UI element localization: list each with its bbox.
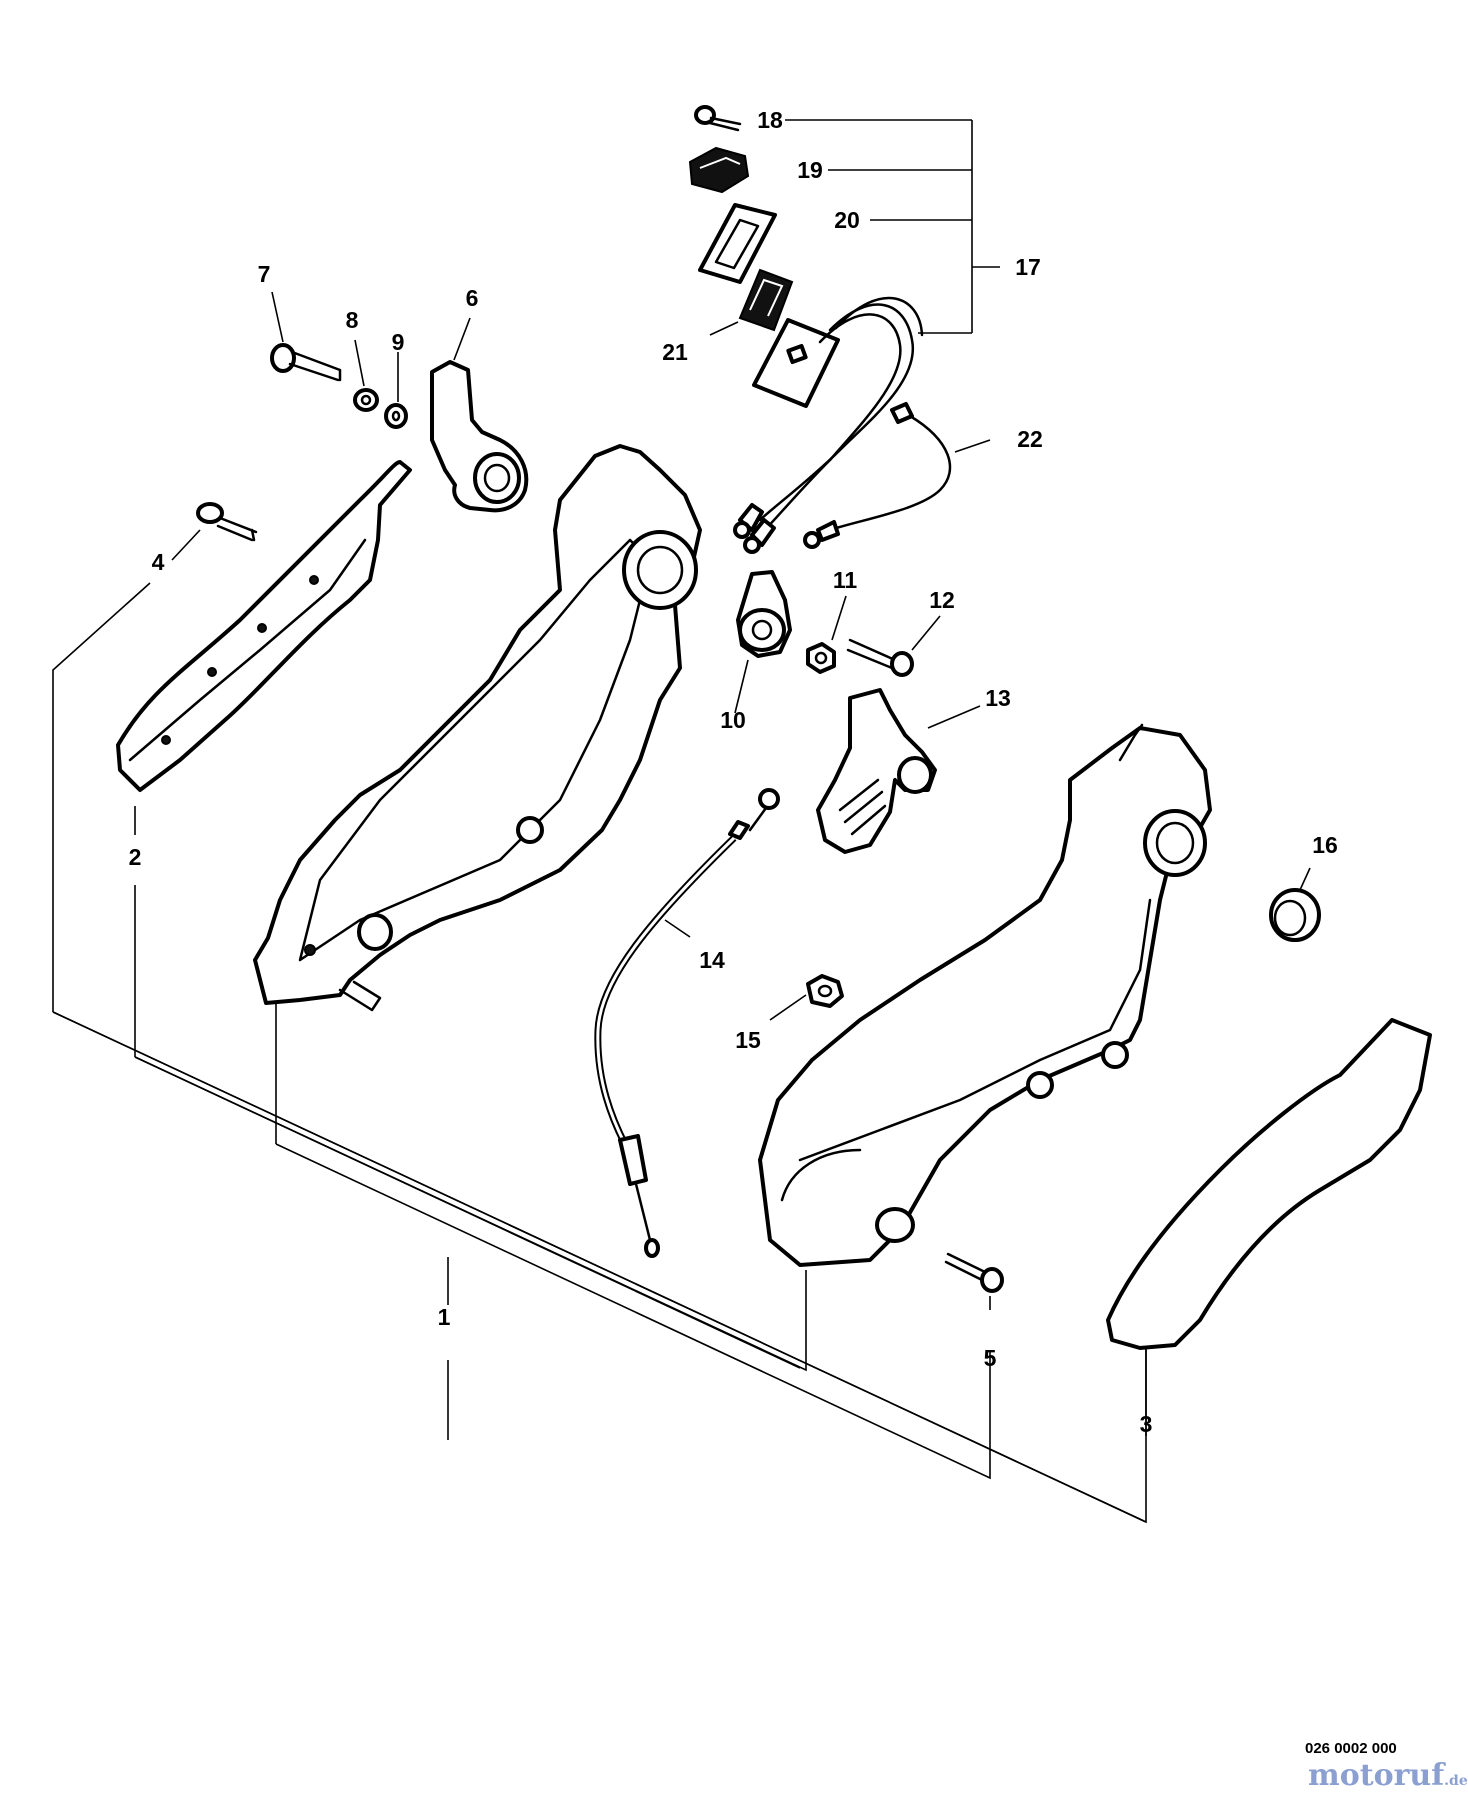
label-5: 5 (984, 1345, 997, 1371)
part-10-bracket (736, 570, 792, 658)
brand-name: motoruf (1308, 1758, 1445, 1793)
part-2-rail (116, 460, 412, 792)
label-10: 10 (720, 707, 746, 733)
label-6: 6 (466, 285, 479, 311)
label-14: 14 (699, 947, 725, 973)
label-7: 7 (258, 261, 271, 287)
label-13: 13 (985, 685, 1011, 711)
label-22: 22 (1017, 426, 1043, 452)
part-13-trigger (816, 688, 937, 854)
leader-4 (52, 582, 151, 1012)
label-12: 12 (929, 587, 955, 613)
label-17: 17 (1015, 254, 1041, 280)
part-handle-housing (758, 723, 1212, 1267)
label-1: 1 (438, 1304, 451, 1330)
label-leaders (171, 291, 1311, 1310)
label-20: 20 (834, 207, 860, 233)
part-6-lever (430, 360, 529, 513)
label-15: 15 (735, 1027, 761, 1053)
part-12-screw (846, 638, 914, 677)
part-9-washer (384, 403, 408, 429)
label-16: 16 (1312, 832, 1338, 858)
part-11-nut (806, 642, 836, 674)
label-11: 11 (833, 567, 858, 593)
document-code: 026 0002 000 (1305, 1740, 1397, 1757)
part-3-grip (1106, 1018, 1432, 1350)
brand-watermark: motoruf.de (1308, 1758, 1468, 1793)
part-8-washer (353, 388, 379, 412)
bracket-right-case (134, 1056, 807, 1372)
label-18: 18 (757, 107, 783, 133)
label-19: 19 (797, 157, 823, 183)
label-4: 4 (152, 549, 165, 575)
part-labels: 1 2 3 4 5 6 7 8 9 10 11 12 13 14 15 16 1… (129, 107, 1338, 1437)
part-21-switch (738, 268, 794, 332)
bracket-right-5 (275, 1143, 991, 1480)
part-19-block (688, 146, 750, 194)
part-7-screw (270, 343, 342, 382)
kit-17-bracket (785, 119, 1000, 334)
part-20-gasket (698, 203, 777, 284)
label-9: 9 (392, 329, 405, 355)
assembly-bracket-lines (52, 582, 1147, 1524)
part-17-switch-assembly (733, 296, 924, 554)
part-22-wire (803, 402, 952, 549)
part-18-screw (694, 105, 742, 132)
label-2: 2 (129, 844, 142, 870)
part-1-frame (253, 444, 702, 1012)
label-3: 3 (1140, 1411, 1153, 1437)
part-5-screw (944, 1252, 1004, 1293)
part-16-plug (1269, 888, 1321, 942)
part-14-cable (594, 788, 780, 1258)
label-8: 8 (346, 307, 359, 333)
part-15-nut (806, 974, 844, 1008)
brand-tld: .de (1444, 1773, 1468, 1789)
part-4-screw (196, 502, 258, 542)
label-21: 21 (662, 339, 688, 365)
